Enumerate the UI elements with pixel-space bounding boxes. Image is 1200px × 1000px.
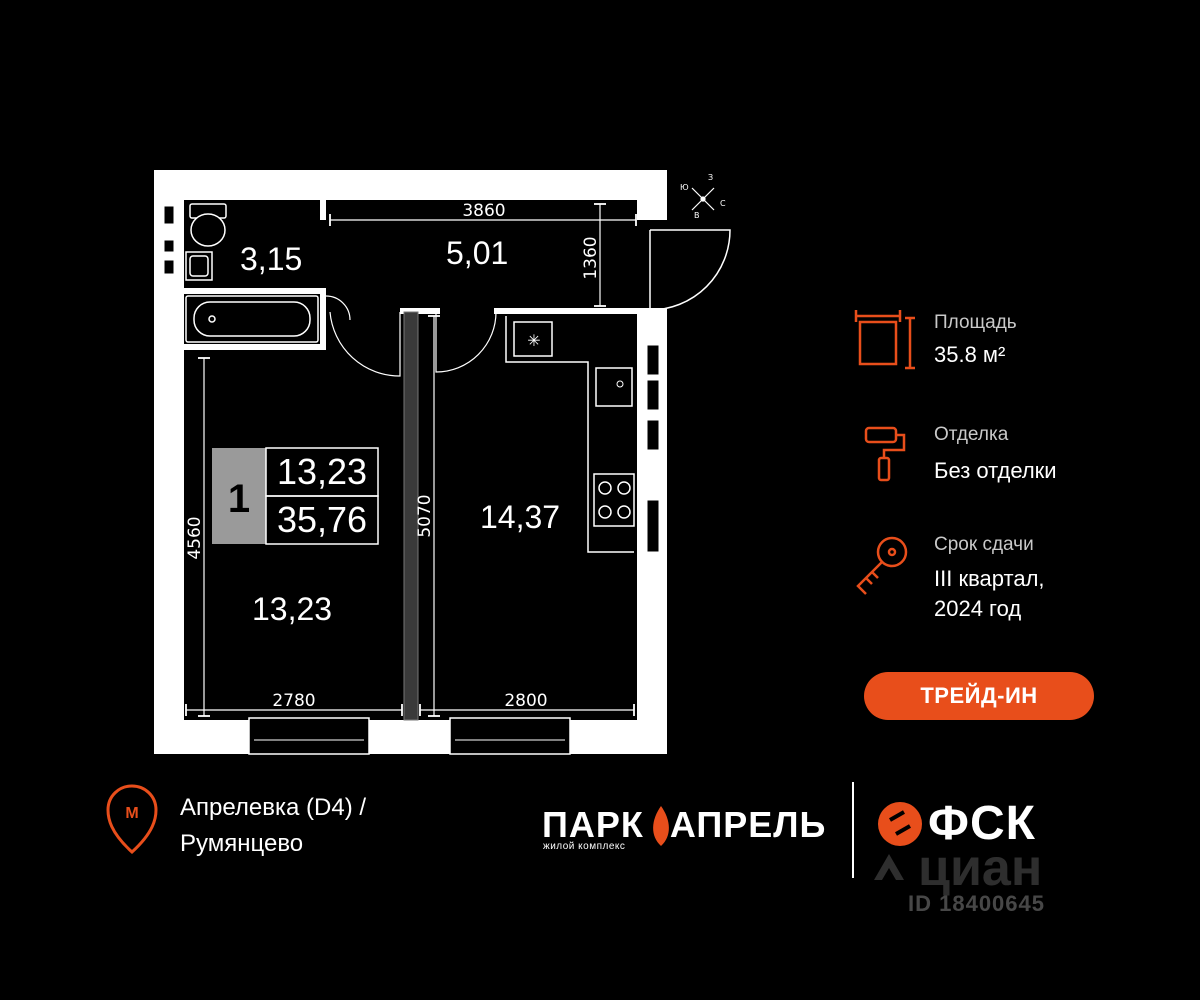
left-windows	[163, 205, 175, 275]
park-subtitle: жилой комплекс	[543, 841, 626, 852]
room-doors	[325, 295, 497, 377]
bottom-windows	[248, 717, 571, 755]
dim-middle-height: 5070	[415, 494, 435, 537]
area-label: Площадь	[934, 312, 1017, 333]
badge-living-area: 13,23	[277, 451, 367, 492]
bedroom-area: 13,23	[252, 591, 332, 627]
right-windows	[646, 344, 660, 553]
metro-line1: Апрелевка (D4) /	[180, 794, 367, 821]
trade-in-button[interactable]: ТРЕЙД-ИН	[864, 672, 1094, 720]
leaf-icon	[653, 806, 669, 846]
compass-w: Ю	[680, 183, 689, 192]
dim-bottom-left: 2780	[272, 691, 315, 711]
compass-n: З	[708, 173, 713, 182]
badge-total-area: 35,76	[277, 499, 367, 540]
compass-s: В	[694, 211, 700, 220]
partitions	[184, 200, 637, 350]
key-icon	[856, 536, 908, 595]
bathtub-icon	[185, 295, 319, 343]
finish-label: Отделка	[934, 424, 1009, 445]
deadline-line2: 2024 год	[934, 596, 1022, 621]
badge-rooms-count: 1	[228, 477, 250, 521]
toilet-icon	[189, 203, 227, 247]
finish-value: Без отделки	[934, 458, 1057, 483]
fsk-logo-text: ФСК	[928, 797, 1036, 850]
sink-icon	[185, 251, 213, 281]
kitchen-sink-icon	[616, 380, 624, 388]
area-badge: 1 13,23 35,76	[212, 447, 379, 545]
metro-line2: Румянцево	[180, 830, 304, 857]
metro-stations: Апрелевка (D4) / Румянцево	[180, 790, 366, 862]
dimension-lines	[185, 203, 637, 717]
park-april-logo: ПАРК АПРЕЛЬ	[542, 804, 826, 846]
compass-e: С	[720, 199, 726, 208]
park-left: ПАРК	[542, 804, 644, 845]
hall-area: 5,01	[446, 235, 508, 271]
cian-logo-icon	[874, 854, 904, 880]
paint-roller-icon	[864, 426, 906, 482]
kitchen-counter	[505, 316, 635, 553]
metro-letter: М	[125, 805, 138, 822]
brand-divider	[852, 782, 854, 878]
deadline-label: Срок сдачи	[934, 534, 1034, 555]
deadline-line1: III квартал,	[934, 566, 1045, 591]
area-icon	[854, 310, 915, 370]
cian-listing-id: ID 18400645	[908, 891, 1045, 916]
cian-watermark: циан	[918, 839, 1043, 897]
bathroom-area: 3,15	[240, 241, 302, 277]
dim-left-height: 4560	[185, 516, 205, 559]
dim-top: 3860	[462, 201, 505, 221]
dim-bottom-right: 2800	[504, 691, 547, 711]
dim-hall-height: 1360	[581, 236, 601, 279]
entry-door	[649, 229, 731, 311]
compass-icon	[691, 187, 715, 211]
kitchen-area: 14,37	[480, 499, 560, 535]
park-right: АПРЕЛЬ	[669, 804, 827, 845]
fsk-logo-icon	[878, 802, 922, 846]
fridge-icon: ✳	[527, 331, 540, 350]
middle-wall	[403, 311, 419, 721]
area-value: 35.8 м²	[934, 342, 1006, 367]
metro-pin-icon: М	[106, 784, 158, 855]
